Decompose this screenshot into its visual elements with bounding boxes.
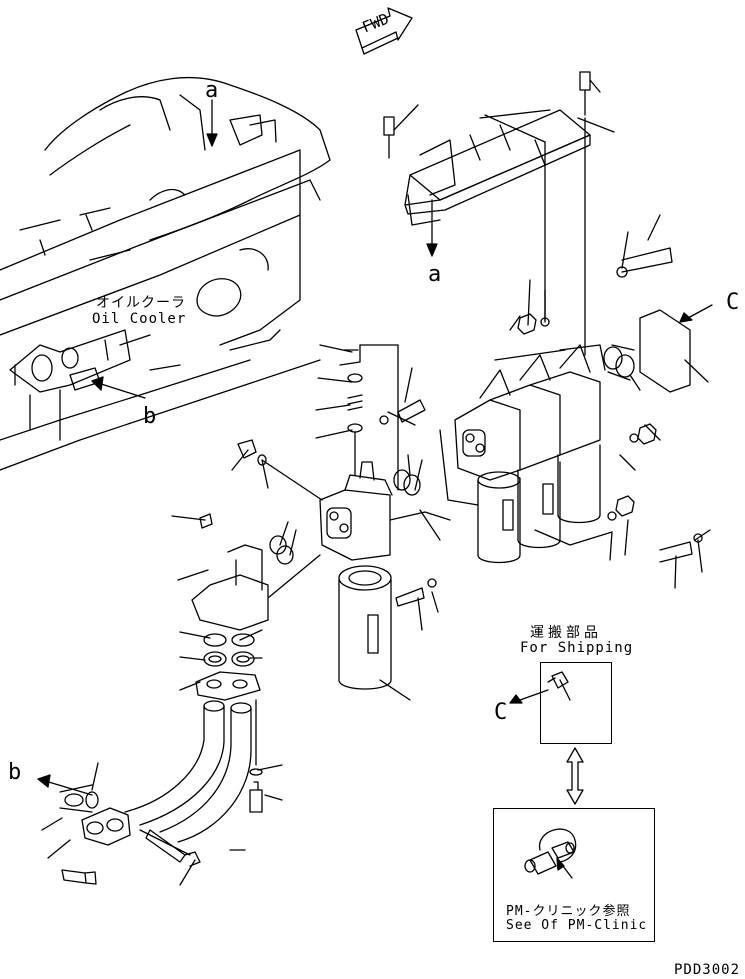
label-a-top: a	[205, 78, 219, 103]
oil-cooler-label-en: Oil Cooler	[92, 311, 187, 327]
connection-lines	[261, 117, 613, 599]
pm-clinic-label-jp: PM-クリニック参照	[506, 904, 631, 919]
pipe-bolts	[59, 699, 263, 885]
oil-cooler-connection	[9, 329, 131, 393]
cover-plate	[603, 309, 691, 393]
fastener-hardware	[379, 247, 703, 563]
engine-block	[0, 76, 331, 471]
fwd-arrow-sign	[355, 7, 413, 55]
shipping-label-jp: 運搬部品	[530, 625, 602, 641]
label-c-right: C	[726, 290, 740, 315]
label-b-left: b	[8, 760, 22, 785]
center-filter-canister	[338, 565, 392, 690]
pm-clinic-label-en: See Of PM-Clinic	[506, 918, 648, 933]
oil-pipes	[81, 700, 252, 846]
label-a-bracket: a	[428, 262, 442, 287]
shipping-fitting	[547, 671, 569, 689]
drawing-number: PDD3002	[674, 962, 741, 978]
label-c-shipping: C	[494, 700, 508, 725]
pm-clinic-box	[493, 808, 655, 942]
shipping-label-en: For Shipping	[520, 640, 634, 656]
center-filter-head	[319, 344, 451, 561]
inlet-manifold	[191, 544, 269, 701]
drain-plugs	[199, 439, 437, 607]
sampling-valve	[524, 828, 577, 875]
shipping-parts-box	[540, 662, 612, 744]
mounting-bracket	[383, 71, 591, 226]
label-b-right: b	[143, 404, 157, 429]
oil-cooler-label-jp: オイルクーラ	[96, 295, 186, 311]
double-arrow	[566, 747, 584, 805]
leader-lines	[37, 79, 713, 886]
triple-filter-assembly	[439, 344, 606, 564]
